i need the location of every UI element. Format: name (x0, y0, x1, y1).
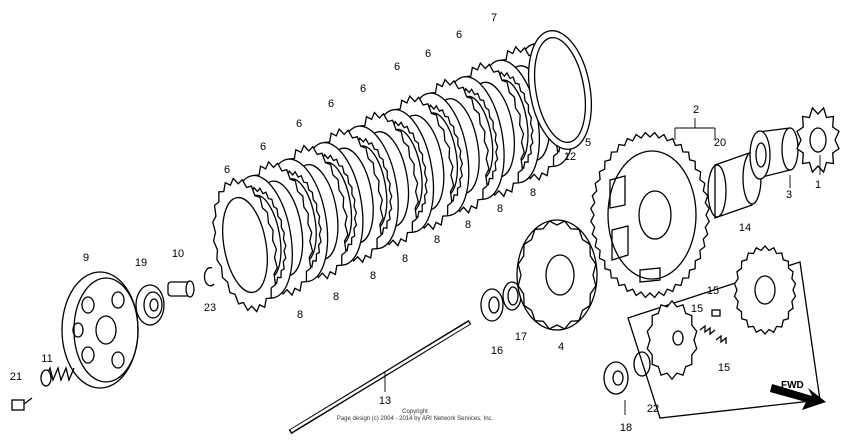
copyright-heading: Copyright (402, 409, 428, 415)
collar-18[interactable] (603, 361, 629, 395)
label-2: 2 (693, 104, 699, 116)
label-14: 14 (739, 222, 751, 234)
clutch-center-4[interactable] (516, 219, 598, 331)
lifter-piece-10[interactable] (167, 280, 195, 298)
bearing-19[interactable] (135, 284, 165, 326)
label-19: 19 (135, 257, 147, 269)
label-12: 12 (564, 151, 576, 163)
spring-15[interactable] (699, 309, 727, 344)
label-11: 11 (41, 353, 52, 365)
part-number-labels: 1 2 3 4 5 6 6 6 6 6 6 6 6 6 7 8 8 8 8 8 … (10, 12, 821, 434)
label-13: 13 (379, 395, 391, 407)
label-23: 23 (204, 302, 216, 314)
label-6: 6 (328, 98, 334, 110)
clutch-plate-stack (212, 43, 576, 313)
label-6: 6 (224, 164, 230, 176)
clutch-outer-2[interactable] (590, 131, 710, 299)
label-22: 22 (647, 403, 659, 415)
label-9: 9 (83, 252, 89, 264)
label-8: 8 (434, 234, 440, 246)
forward-arrow (770, 384, 826, 410)
lock-nut-16[interactable] (480, 288, 504, 322)
lifter-rod-13[interactable] (288, 319, 472, 435)
label-8: 8 (530, 187, 536, 199)
label-6: 6 (260, 141, 266, 153)
leader-lines (384, 118, 821, 415)
label-16: 16 (491, 345, 503, 357)
pressure-plate-9[interactable] (61, 271, 139, 389)
snap-ring-23[interactable] (203, 267, 215, 287)
label-15: 15 (718, 362, 730, 374)
label-20: 20 (714, 137, 726, 149)
collar-3[interactable] (749, 127, 799, 180)
label-8: 8 (497, 203, 503, 215)
label-6: 6 (456, 29, 462, 41)
label-4: 4 (558, 341, 564, 353)
bolt-21[interactable] (11, 397, 33, 411)
label-18: 18 (620, 422, 632, 434)
label-8: 8 (297, 309, 303, 321)
label-6: 6 (296, 118, 302, 130)
label-5: 5 (585, 137, 591, 149)
label-1: 1 (815, 179, 821, 191)
label-15: 15 (707, 285, 719, 297)
label-6: 6 (394, 61, 400, 73)
label-8: 8 (370, 270, 376, 282)
washer-22[interactable] (633, 351, 651, 377)
label-8: 8 (465, 219, 471, 231)
sprocket-1[interactable] (796, 106, 840, 174)
label-6: 6 (425, 48, 431, 60)
label-3: 3 (786, 189, 792, 201)
clutch-spring-11[interactable] (40, 365, 75, 387)
label-17: 17 (515, 331, 527, 343)
label-6: 6 (360, 83, 366, 95)
fwd-label: FWD (781, 380, 804, 391)
label-8: 8 (333, 291, 339, 303)
judder-spring-5 (528, 30, 592, 150)
label-21: 21 (10, 371, 22, 383)
label-15: 15 (691, 303, 703, 315)
copyright-notice: Page design (c) 2004 - 2014 by ARI Netwo… (336, 416, 494, 422)
label-10: 10 (172, 248, 184, 260)
sprocket-plate[interactable] (646, 299, 698, 381)
label-8: 8 (402, 253, 408, 265)
label-7: 7 (491, 12, 497, 24)
gear-14[interactable] (733, 245, 797, 335)
